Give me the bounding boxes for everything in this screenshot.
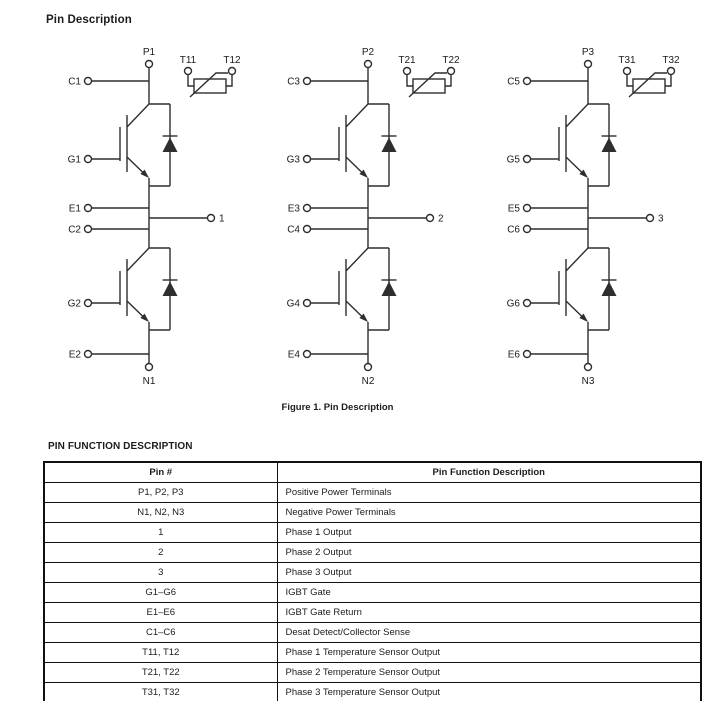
pin-number-cell: T31, T32	[43, 682, 278, 701]
pin-function-cell: Negative Power Terminals	[276, 502, 702, 523]
pin-label-c-top: C1	[68, 77, 81, 88]
pin-label-output: 3	[658, 214, 664, 225]
pin-function-cell: Phase 1 Temperature Sensor Output	[276, 642, 702, 663]
pin-label-g-bot: G2	[68, 299, 82, 310]
pin-label-c-bot: C2	[68, 225, 81, 236]
table-row: 3 Phase 3 Output	[43, 562, 702, 583]
pin-label-e-bot: E2	[69, 350, 82, 361]
pin-function-cell: Phase 2 Output	[276, 542, 702, 563]
table-row: C1–C6 Desat Detect/Collector Sense	[43, 622, 702, 643]
pin-function-cell: IGBT Gate Return	[276, 602, 702, 623]
table-row: 2 Phase 2 Output	[43, 542, 702, 563]
table-row: T11, T12 Phase 1 Temperature Sensor Outp…	[43, 642, 702, 663]
pin-function-cell: IGBT Gate	[276, 582, 702, 603]
pin-label-output: 2	[438, 214, 444, 225]
table-row: E1–E6 IGBT Gate Return	[43, 602, 702, 623]
pin-label-n: N1	[143, 376, 156, 387]
pin-label-output: 1	[219, 214, 225, 225]
pin-label-c-bot: C6	[507, 225, 520, 236]
halfbridge-symbol	[524, 61, 675, 371]
pin-number-cell: P1, P2, P3	[43, 482, 278, 503]
pin-label-c-top: C5	[507, 77, 520, 88]
pin-label-t2: T22	[442, 55, 460, 66]
column-header-pin: Pin #	[43, 461, 278, 483]
pin-label-g-bot: G6	[507, 299, 521, 310]
pin-label-g-top: G1	[68, 155, 82, 166]
pin-function-table: Pin # Pin Function Description P1, P2, P…	[43, 461, 702, 701]
pin-function-cell: Phase 1 Output	[276, 522, 702, 543]
pin-number-cell: T11, T12	[43, 642, 278, 663]
table-row: 1 Phase 1 Output	[43, 522, 702, 543]
pin-number-cell: E1–E6	[43, 602, 278, 623]
pin-number-cell: 3	[43, 562, 278, 583]
pin-label-t2: T12	[223, 55, 241, 66]
pin-label-g-top: G5	[507, 155, 521, 166]
pin-function-cell: Phase 3 Temperature Sensor Output	[276, 682, 702, 701]
pin-label-e-top: E3	[288, 204, 301, 215]
phase-1-halfbridge-circuit: P1 C1 G1 E1 C2 G2 E2 N1 1 T11 T12	[68, 47, 241, 387]
pin-number-cell: G1–G6	[43, 582, 278, 603]
pin-label-e-bot: E6	[508, 350, 521, 361]
table-header-row: Pin # Pin Function Description	[43, 461, 702, 483]
pin-function-cell: Desat Detect/Collector Sense	[276, 622, 702, 643]
pin-label-n: N2	[362, 376, 375, 387]
halfbridge-symbol	[304, 61, 455, 371]
phase-2-halfbridge-circuit: P2 C3 G3 E3 C4 G4 E4 N2 2 T21 T22	[287, 47, 460, 387]
pin-label-c-bot: C4	[287, 225, 300, 236]
pin-label-c-top: C3	[287, 77, 300, 88]
pin-number-cell: 1	[43, 522, 278, 543]
pin-label-t1: T31	[618, 55, 636, 66]
pin-function-table-title: PIN FUNCTION DESCRIPTION	[48, 441, 193, 452]
pin-number-cell: T21, T22	[43, 662, 278, 683]
table-row: N1, N2, N3 Negative Power Terminals	[43, 502, 702, 523]
pin-label-e-top: E5	[508, 204, 521, 215]
figure-caption: Figure 1. Pin Description	[281, 402, 394, 413]
pin-label-t1: T21	[398, 55, 416, 66]
pin-label-g-bot: G4	[287, 299, 301, 310]
halfbridge-symbol	[85, 61, 236, 371]
table-row: T21, T22 Phase 2 Temperature Sensor Outp…	[43, 662, 702, 683]
pin-function-cell: Positive Power Terminals	[276, 482, 702, 503]
pin-function-cell: Phase 3 Output	[276, 562, 702, 583]
column-header-function: Pin Function Description	[276, 461, 702, 483]
phase-3-halfbridge-circuit: P3 C5 G5 E5 C6 G6 E6 N3 3 T31 T32	[507, 47, 680, 387]
page-title: Pin Description	[46, 14, 132, 26]
pin-label-p: P2	[362, 47, 375, 58]
pin-label-e-top: E1	[69, 204, 82, 215]
pin-label-t1: T11	[180, 55, 197, 66]
table-row: T31, T32 Phase 3 Temperature Sensor Outp…	[43, 682, 702, 701]
pin-label-e-bot: E4	[288, 350, 301, 361]
pin-label-p: P3	[582, 47, 595, 58]
pin-number-cell: 2	[43, 542, 278, 563]
pin-number-cell: C1–C6	[43, 622, 278, 643]
table-row: G1–G6 IGBT Gate	[43, 582, 702, 603]
figure-1-schematic: P1 C1 G1 E1 C2 G2 E2 N1 1 T11 T12 P2 C3 …	[68, 47, 680, 387]
pin-label-p: P1	[143, 47, 156, 58]
pin-label-g-top: G3	[287, 155, 301, 166]
pin-label-n: N3	[582, 376, 595, 387]
table-row: P1, P2, P3 Positive Power Terminals	[43, 482, 702, 503]
pin-function-cell: Phase 2 Temperature Sensor Output	[276, 662, 702, 683]
pin-number-cell: N1, N2, N3	[43, 502, 278, 523]
pin-label-t2: T32	[662, 55, 680, 66]
